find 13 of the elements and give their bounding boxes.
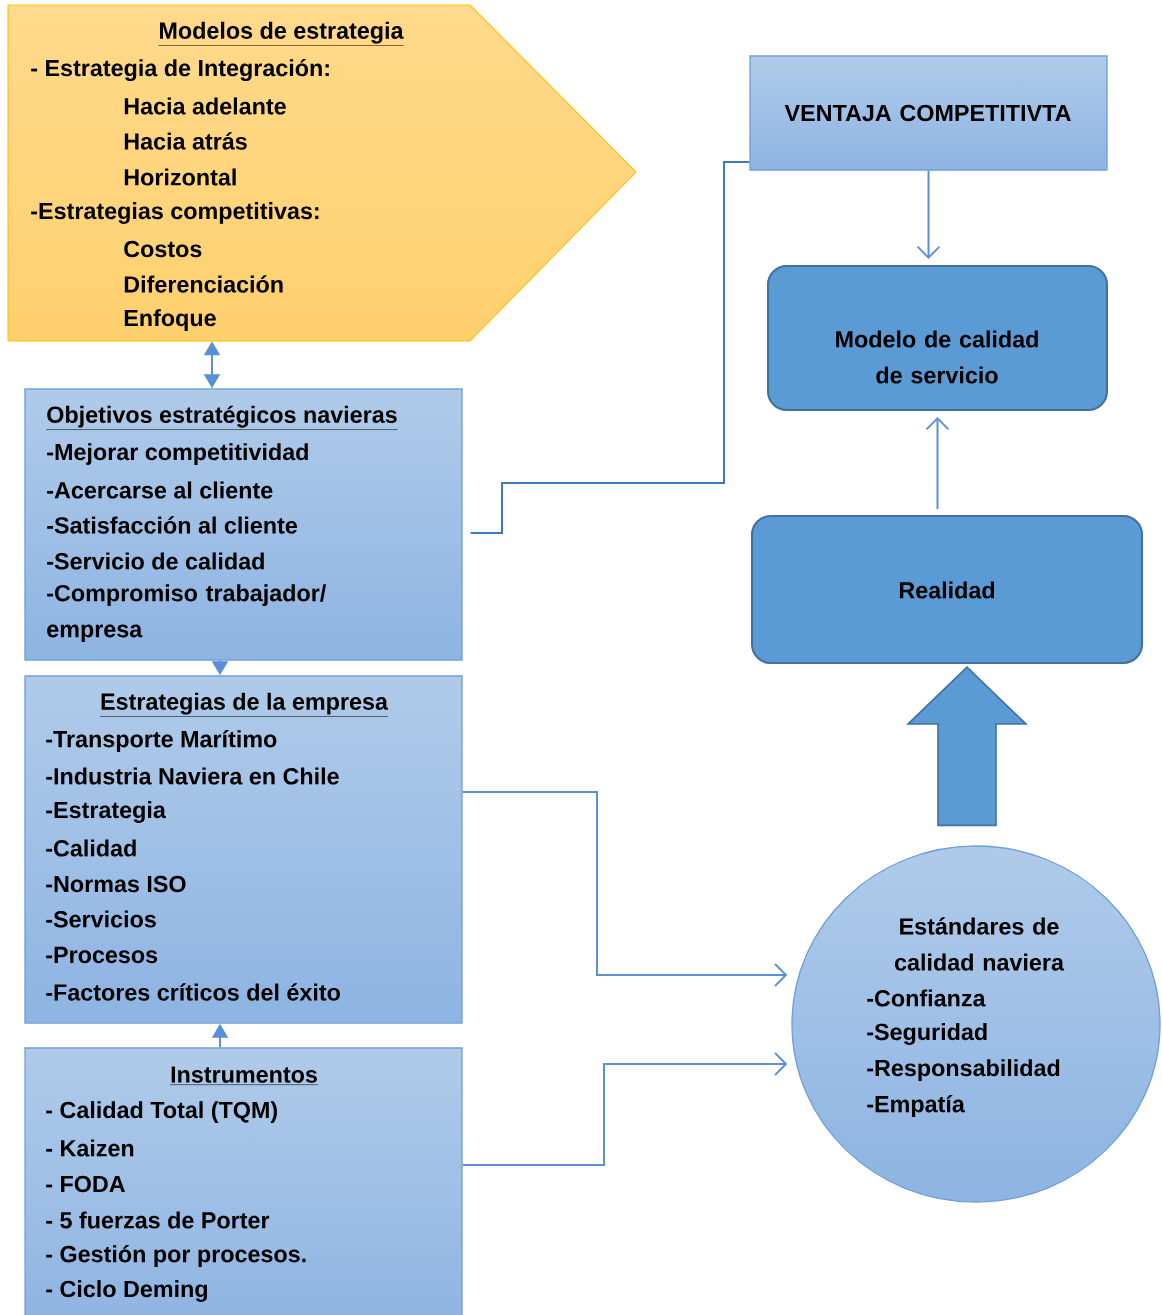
arrow — [461, 1052, 788, 1166]
instruments-box: Instrumentos - Calidad Total (TQM) - Kaizen - FODA - 5 fuerzas de Porter - Gestión por procesos. - Ciclo Deming — [24, 1047, 463, 1315]
arrow — [916, 169, 941, 259]
connector-line — [469, 161, 751, 534]
block-arrow — [906, 665, 1028, 827]
heading-box: VENTAJA COMPETITIVTA — [749, 55, 1108, 171]
strategies-box: Estrategias de la empresa -Transporte Marítimo -Industria Naviera en Chile -Estrategia -Calidad -Normas ISO -Servicios -Procesos -Factores críticos del éxito — [24, 675, 463, 1024]
pentagon-box: Modelos de estrategia - Estrategia de Integración: Hacia adelante Hacia atrás Horizontal -Estrategias competitivas: Costos Diferenciación Enfoque — [7, 4, 637, 342]
objectives-box: Objetivos estratégicos navieras -Mejorar competitividad -Acercarse al cliente -Satisfacción al cliente -Servicio de calidad -Compromiso trabajador/ empresa — [24, 388, 463, 661]
reality-box: Realidad — [750, 514, 1144, 665]
arrow — [461, 791, 788, 987]
model-box: Modelo de calidad de servicio — [766, 264, 1109, 412]
arrow — [925, 417, 950, 510]
